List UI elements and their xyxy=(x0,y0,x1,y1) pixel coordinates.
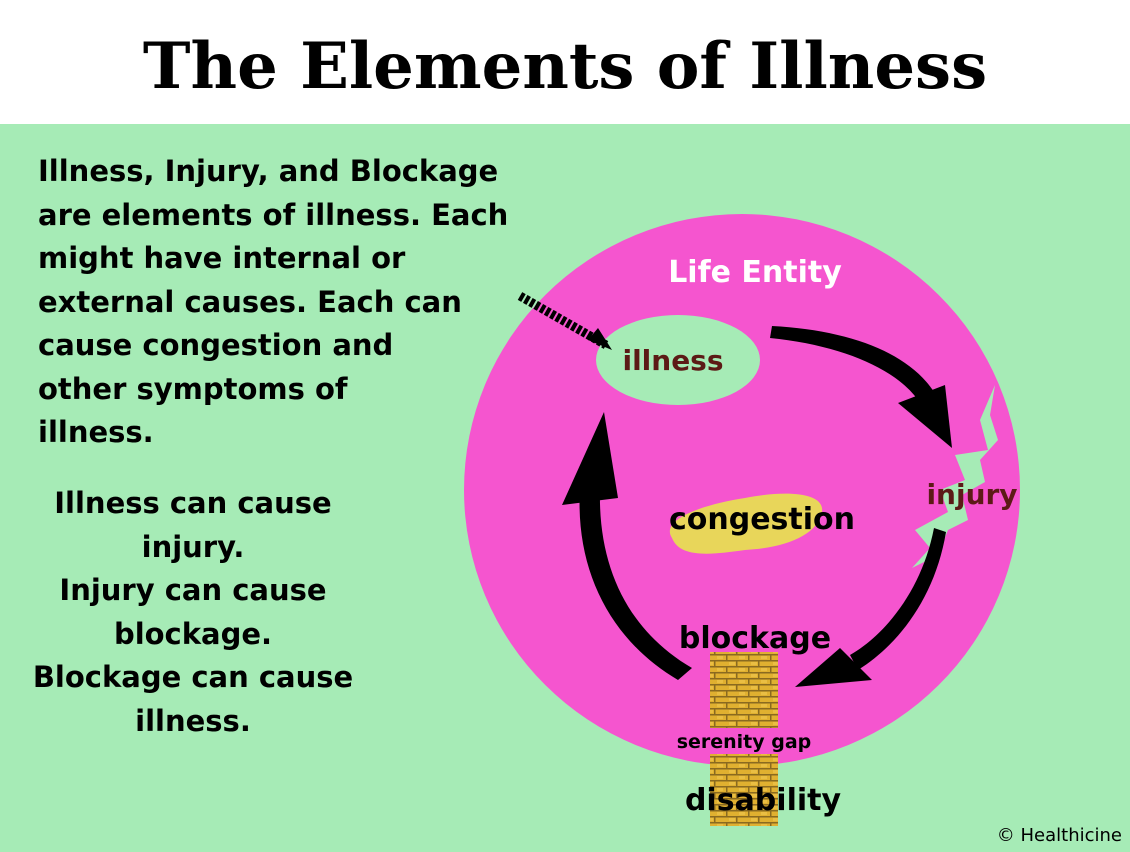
illness-ellipse xyxy=(596,315,760,405)
pointer-arrow-head xyxy=(588,328,612,350)
arrow-blockage-to-illness-body xyxy=(579,488,692,680)
arrow-injury-to-blockage-head xyxy=(795,648,872,687)
arrow-illness-to-injury-head xyxy=(898,385,952,448)
serenity-gap-label: serenity gap xyxy=(677,731,812,753)
cycle-arrows xyxy=(562,326,952,687)
arrow-blockage-to-illness-head xyxy=(562,412,618,505)
intro-paragraph: Illness, Injury, and Blockage are elemen… xyxy=(38,154,509,449)
copyright-credit: © Healthicine xyxy=(996,825,1122,846)
blockage-label: blockage xyxy=(679,621,831,656)
congestion-label: congestion xyxy=(669,502,855,537)
pointer-arrow-line xyxy=(517,292,609,349)
life-entity-label: Life Entity xyxy=(668,255,842,290)
injury-label: injury xyxy=(926,478,1017,511)
injury-tear xyxy=(912,385,998,568)
blockage-brick-wall xyxy=(710,652,778,728)
congestion-blob xyxy=(669,493,823,554)
disability-brick-wall xyxy=(710,754,778,826)
arrow-injury-to-blockage-body xyxy=(850,528,946,670)
illness-label: illness xyxy=(622,344,723,377)
arrow-illness-to-injury-body xyxy=(770,326,934,400)
page-title: The Elements of Illness xyxy=(142,29,988,104)
cycle-explanation: Illness can cause injury. Injury can cau… xyxy=(32,486,354,738)
disability-label: disability xyxy=(685,783,842,818)
